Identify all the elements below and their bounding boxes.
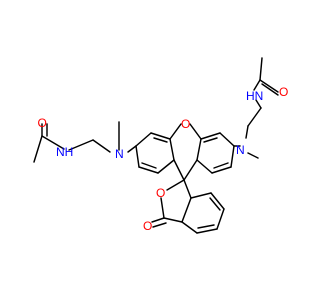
bond <box>181 221 198 234</box>
bond <box>259 79 279 93</box>
bond <box>200 132 221 140</box>
bond <box>166 179 185 191</box>
bond-lines <box>33 57 279 234</box>
bond <box>92 139 111 153</box>
bond <box>259 57 263 81</box>
atom-label-o3: O <box>279 85 288 99</box>
bond <box>189 123 202 140</box>
bond <box>183 159 198 181</box>
atom-label-o1: O <box>38 116 47 130</box>
bond <box>197 224 215 229</box>
bond <box>209 197 221 211</box>
atom-label-hn2: HN <box>246 89 263 103</box>
bond <box>33 135 43 163</box>
bond <box>169 138 175 161</box>
atom-label-n1: N <box>115 147 124 161</box>
bond <box>138 166 159 174</box>
bond <box>196 159 213 174</box>
bond <box>216 208 225 230</box>
atom-label-nh1: NH <box>56 145 73 159</box>
bond <box>203 137 218 143</box>
bond <box>261 83 279 96</box>
bond <box>219 132 235 147</box>
bond <box>141 162 157 169</box>
bond <box>211 166 232 174</box>
atom-labels: O NH N O N HN O O O <box>38 85 289 233</box>
atom-label-o2: O <box>181 117 190 131</box>
bond <box>41 135 65 150</box>
bond <box>183 179 192 199</box>
bond <box>210 192 225 210</box>
atom-label-o4: O <box>156 186 165 200</box>
atom-label-n2: N <box>236 143 245 157</box>
atom-label-o5: O <box>143 219 152 233</box>
bond <box>173 159 185 181</box>
bond <box>135 145 140 168</box>
bond <box>230 145 235 168</box>
bond <box>153 137 168 143</box>
bond <box>213 162 229 169</box>
bond <box>150 132 171 140</box>
bond <box>196 228 218 234</box>
bond <box>245 125 249 139</box>
bond <box>163 217 183 223</box>
bond <box>68 139 94 151</box>
bond <box>247 152 259 159</box>
structure-drawing: O NH N O N HN O O O <box>33 57 289 234</box>
bond <box>253 79 261 91</box>
bond <box>127 145 137 153</box>
bond <box>247 107 262 127</box>
bond <box>255 99 262 109</box>
bond <box>169 123 182 140</box>
bond <box>157 159 175 174</box>
molecule-diagram: O NH N O N HN O O O <box>33 57 289 234</box>
bond <box>160 197 165 219</box>
bond <box>196 138 202 161</box>
bond <box>152 222 167 228</box>
bond <box>181 197 192 223</box>
bond <box>190 192 212 199</box>
bond <box>151 217 165 223</box>
bond <box>135 132 152 147</box>
